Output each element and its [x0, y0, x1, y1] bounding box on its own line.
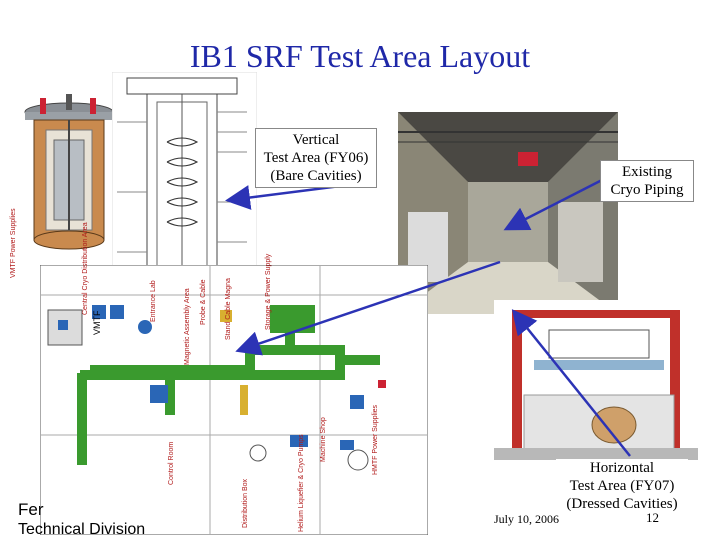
footer-org-line2: Technical Division: [18, 521, 146, 538]
callout-existing-line1: Existing: [621, 164, 672, 180]
vmtf-label: VMTF: [92, 310, 102, 335]
footer-org-line1: Fer: [18, 500, 44, 519]
footer-page-number: 12: [646, 510, 659, 525]
floor-plan: VMTF: [39, 264, 429, 536]
callout-horizontal-line2: Test Area (FY07): [556, 477, 688, 495]
callout-vertical-line1: Vertical: [292, 132, 340, 148]
callout-vertical-test-area: Vertical Test Area (FY06) (Bare Cavities…: [255, 128, 377, 188]
callout-vertical-line3: (Bare Cavities): [270, 168, 362, 184]
cryostat-cutaway-image: [14, 90, 124, 260]
callout-horizontal-test-area: Horizontal Test Area (FY07) (Dressed Cav…: [556, 457, 688, 515]
callout-vertical-line2: Test Area (FY06): [263, 150, 369, 166]
callout-existing-cryo-piping: Existing Cryo Piping: [600, 160, 694, 202]
slide-title: IB1 SRF Test Area Layout: [189, 38, 531, 74]
callout-existing-line2: Cryo Piping: [610, 182, 684, 198]
vertical-stand-drawing: [111, 71, 258, 291]
callout-horizontal-line3: (Dressed Cavities): [566, 496, 678, 512]
footer-date: July 10, 2006: [494, 512, 560, 526]
callout-horizontal-line1: Horizontal: [556, 459, 688, 477]
